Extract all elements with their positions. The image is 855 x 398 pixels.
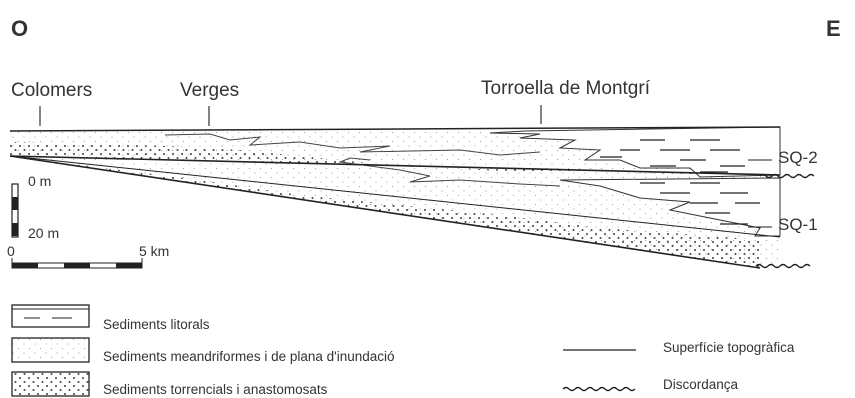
sq1-tongue bbox=[338, 157, 561, 187]
sq1-inner-surface bbox=[9, 155, 781, 238]
horizontal-scale-end: 5 km bbox=[139, 243, 170, 259]
sq2-base-surface bbox=[9, 155, 781, 176]
east-label: E bbox=[826, 16, 841, 41]
topographic-surface bbox=[9, 126, 781, 132]
sq2-litoral-dashes bbox=[600, 139, 745, 173]
place-colomers: Colomers bbox=[11, 80, 93, 101]
legend-meander-label: Sediments meandriformes i de plana d'inu… bbox=[103, 349, 395, 364]
place-torroella: Torroella de Montgrí bbox=[481, 78, 650, 99]
wavy-line-icon bbox=[562, 386, 636, 392]
vertical-scale-bottom: 20 m bbox=[28, 225, 60, 241]
legend-litoral-label: Sediments litorals bbox=[103, 317, 210, 332]
legend-torrential-label: Sediments torrencials i anastomosats bbox=[103, 382, 328, 397]
legend-discordance-label: Discordança bbox=[663, 377, 739, 392]
legend-topographic-label: Superfície topogràfica bbox=[663, 340, 795, 355]
legend-meander-swatch bbox=[11, 337, 90, 363]
scale-bar-icon bbox=[11, 183, 19, 238]
discordance-upper bbox=[759, 173, 815, 179]
place-verges: Verges bbox=[180, 80, 240, 101]
sq2-tongue bbox=[164, 133, 541, 156]
sequence-sq2: SQ-2 bbox=[778, 148, 818, 167]
legend-litoral-swatch bbox=[11, 304, 90, 328]
sequence-sq1: SQ-1 bbox=[778, 215, 818, 234]
horizontal-scale-bar bbox=[11, 258, 143, 269]
sq1-base-surface bbox=[9, 155, 761, 269]
west-label: O bbox=[11, 16, 29, 41]
vertical-scale-top: 0 m bbox=[28, 173, 52, 189]
legend-torrential-swatch bbox=[11, 371, 90, 397]
sq2-torrential-base bbox=[10, 142, 780, 175]
horizontal-scale-start: 0 bbox=[7, 243, 15, 259]
discordance-lower bbox=[755, 263, 811, 269]
sq1-litoral-dashes bbox=[640, 182, 760, 225]
